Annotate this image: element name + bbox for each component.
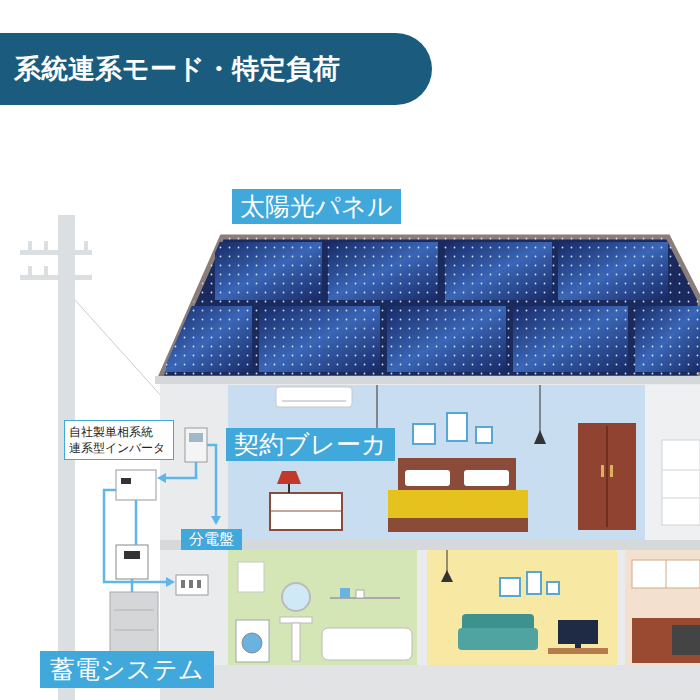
label-text: 自社製単相系統 連系型インバータ [69, 424, 169, 456]
title-text: 系統連系モード・特定負荷 [14, 51, 340, 87]
inverter-label-box: 自社製単相系統 連系型インバータ [64, 420, 174, 460]
label-text: 太陽光パネル [240, 191, 393, 222]
solar-roof [155, 237, 700, 384]
label-text: 契約ブレーカ [234, 429, 387, 460]
label-text: 分電盤 [189, 530, 234, 549]
label-box: 蓄電システム [40, 651, 214, 688]
kitchen-cabinets [632, 560, 700, 663]
house-facade [160, 378, 700, 700]
power-wires [104, 445, 216, 592]
bathroom-fixtures [236, 562, 412, 662]
title-band: 系統連系モード・特定負荷 [0, 33, 432, 105]
living-room-furniture [441, 550, 608, 654]
label-text: 蓄電システム [50, 654, 204, 685]
label-box: 太陽光パネル [232, 189, 401, 224]
label-box: 契約ブレーカ [226, 428, 395, 461]
label-box: 分電盤 [181, 529, 242, 550]
